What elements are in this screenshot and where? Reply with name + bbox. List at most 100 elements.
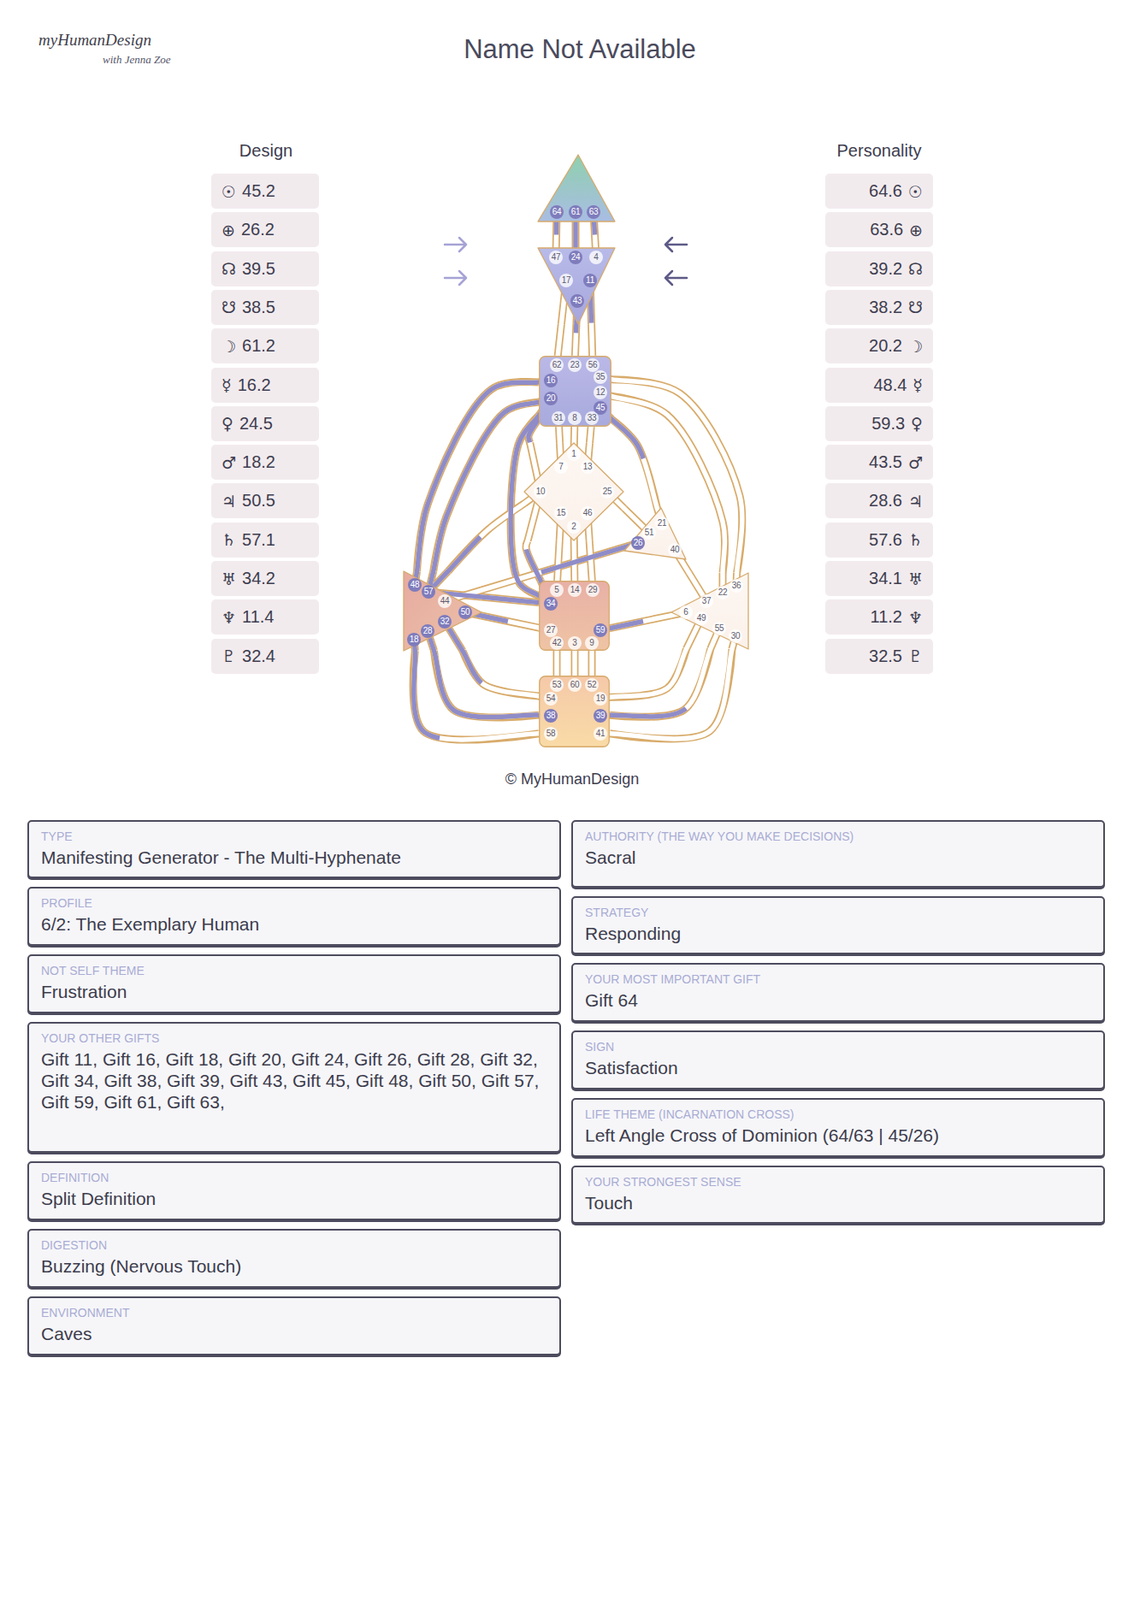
gate-line-value: 26.2 xyxy=(241,219,275,240)
logo-text: with Jenna Zoe xyxy=(102,53,171,67)
planet-box: 32.5♇ xyxy=(825,638,934,674)
gate-line-value: 11.2 xyxy=(870,607,903,627)
info-heading: NOT SELF THEME xyxy=(41,963,548,979)
planet-box: ♃50.5 xyxy=(211,483,319,519)
info-value: Frustration xyxy=(41,980,548,1003)
energy-center: 21512640 xyxy=(624,508,686,560)
planet-box: 64.6☉ xyxy=(825,173,934,209)
center-outline xyxy=(671,573,749,650)
gate-number: 53 xyxy=(549,678,564,692)
info-value: Split Definition xyxy=(41,1187,548,1210)
info-heading: YOUR MOST IMPORTANT GIFT xyxy=(584,972,1092,987)
planet-symbol: ♃ xyxy=(221,491,237,511)
gate-line-value: 63.6 xyxy=(869,219,904,240)
planet-symbol: ☽ xyxy=(908,336,923,356)
planet-box: 39.2☊ xyxy=(825,251,934,287)
planet-box: 63.6⊕ xyxy=(825,212,934,248)
planet-symbol: ♂ xyxy=(221,453,237,473)
info-box: DEFINITIONSplit Definition xyxy=(27,1161,562,1221)
copyright-caption: © MyHumanDesign xyxy=(505,770,639,789)
channel xyxy=(609,649,711,717)
planet-box: ♂18.2 xyxy=(211,444,319,480)
planet-symbol: ⊕ xyxy=(221,220,236,240)
gate-number: 35 xyxy=(593,370,608,384)
gate-line-value: 24.5 xyxy=(239,413,273,434)
column-heading: Design xyxy=(239,141,293,161)
gate-number: 19 xyxy=(593,691,608,706)
gate-number: 40 xyxy=(667,543,682,557)
gate-number: 7 xyxy=(554,460,568,474)
gate-line-value: 32.5 xyxy=(868,646,903,667)
gate-number: 21 xyxy=(655,516,669,531)
planet-box: ☊39.5 xyxy=(211,251,319,287)
planet-symbol: ♀ xyxy=(910,413,923,433)
energy-center: 3622376495530 xyxy=(671,573,749,650)
info-box: STRATEGYResponding xyxy=(571,896,1105,955)
center-outline xyxy=(539,581,610,651)
channels xyxy=(413,221,743,740)
gate-number: 63 xyxy=(586,205,601,219)
gate-number: 37 xyxy=(699,594,714,609)
info-box: DIGESTIONBuzzing (Nervous Touch) xyxy=(27,1228,562,1288)
center-outline xyxy=(537,248,615,325)
channel-inner xyxy=(600,612,686,631)
info-box: NOT SELF THEMEFrustration xyxy=(27,954,562,1014)
planet-symbol: ☿ xyxy=(912,375,923,395)
gate-line-value: 48.4 xyxy=(873,375,907,396)
planet-box: 28.6♃ xyxy=(825,483,934,519)
info-heading: TYPE xyxy=(41,829,548,845)
info-value: Touch xyxy=(584,1192,1092,1214)
center-outline xyxy=(539,356,612,427)
channel-inner xyxy=(600,636,736,739)
energy-center: 646163 xyxy=(537,154,615,222)
info-box: PROFILE6/2: The Exemplary Human xyxy=(27,886,562,946)
channel-activation xyxy=(600,628,720,717)
gate-number: 8 xyxy=(567,411,582,426)
center-outline xyxy=(524,443,624,541)
logo-text: myHumanDesign xyxy=(38,30,152,50)
gate-line-value: 28.6 xyxy=(868,490,903,511)
channel-inner xyxy=(427,631,551,718)
gate-number: 36 xyxy=(729,578,744,593)
gate-number: 15 xyxy=(554,506,568,520)
center-outline xyxy=(539,676,610,748)
planet-symbol: ☋ xyxy=(221,297,237,317)
info-box: YOUR OTHER GIFTSGift 11, Gift 16, Gift 1… xyxy=(27,1021,562,1153)
gate-number: 55 xyxy=(712,621,727,636)
info-box: AUTHORITY (THE WAY YOU MAKE DECISIONS)Sa… xyxy=(571,820,1105,888)
planet-box: ♇32.4 xyxy=(211,638,319,674)
gate-number: 57 xyxy=(421,584,436,599)
info-value: Caves xyxy=(41,1323,548,1345)
gate-line-value: 45.2 xyxy=(242,181,276,201)
gate-line-value: 32.4 xyxy=(242,646,276,667)
gate-number: 43 xyxy=(570,294,585,308)
planet-box: ♆11.4 xyxy=(211,599,319,635)
channel xyxy=(417,381,539,572)
channel-inner xyxy=(444,621,551,699)
planet-symbol: ⊕ xyxy=(909,220,923,240)
gate-number: 25 xyxy=(600,484,615,499)
gate-number: 48 xyxy=(407,578,422,592)
gate-number: 31 xyxy=(551,411,566,426)
gate-number: 17 xyxy=(559,273,573,288)
gate-number: 38 xyxy=(543,708,558,723)
channel-activation xyxy=(428,491,541,592)
gate-number: 24 xyxy=(568,250,583,265)
gate-line-value: 11.4 xyxy=(242,607,274,627)
gate-number: 50 xyxy=(458,605,473,620)
gate-number: 27 xyxy=(543,623,558,638)
gate-number: 42 xyxy=(549,636,564,650)
gate-number: 41 xyxy=(593,726,608,741)
channel-inner xyxy=(600,377,743,586)
energy-center: 47244171143 xyxy=(537,248,615,325)
channel-activation xyxy=(600,612,686,631)
info-heading: DEFINITION xyxy=(41,1170,548,1186)
center-outline xyxy=(624,508,686,560)
info-heading: YOUR OTHER GIFTS xyxy=(41,1031,548,1046)
planet-box: 48.4☿ xyxy=(825,367,934,403)
planet-symbol: ♇ xyxy=(908,646,923,666)
gate-number: 26 xyxy=(631,536,645,550)
planet-symbol: ☊ xyxy=(908,259,923,278)
